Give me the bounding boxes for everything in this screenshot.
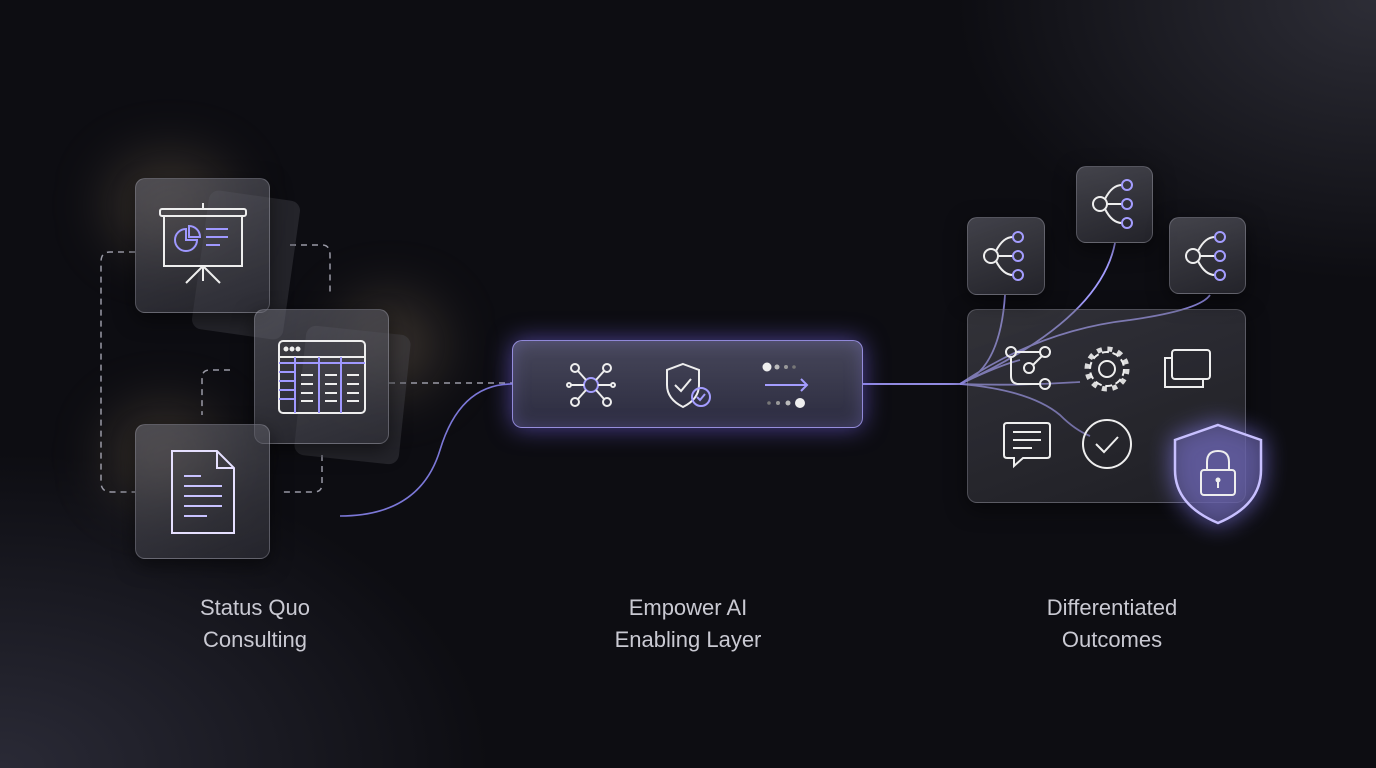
label-line: Outcomes bbox=[1061, 627, 1163, 652]
label-line: Consulting bbox=[203, 627, 307, 652]
label-line: Empower AI bbox=[628, 595, 748, 620]
enabling-layer-bar bbox=[512, 340, 863, 428]
network-hub-icon bbox=[566, 363, 616, 407]
data-flow-icon bbox=[762, 362, 809, 408]
check-circle-icon bbox=[1082, 419, 1132, 469]
presentation-card bbox=[135, 178, 270, 313]
branch-icon bbox=[1092, 179, 1133, 229]
label-line: Differentiated bbox=[1046, 595, 1178, 620]
label-line: Enabling Layer bbox=[614, 627, 762, 652]
label-line: Status Quo bbox=[199, 595, 311, 620]
shield-check-icon bbox=[666, 362, 711, 409]
stage-label-enabling-layer: Empower AI Enabling Layer bbox=[558, 592, 818, 656]
spreadsheet-icon bbox=[277, 339, 366, 414]
document-icon bbox=[170, 449, 235, 534]
workflow-icon bbox=[1005, 346, 1051, 390]
windows-icon bbox=[1164, 349, 1211, 388]
chat-icon bbox=[1003, 422, 1051, 469]
spreadsheet-card bbox=[254, 309, 389, 444]
document-card bbox=[135, 424, 270, 559]
branch-icon bbox=[983, 231, 1024, 281]
presentation-icon bbox=[158, 202, 247, 284]
gear-icon bbox=[1084, 346, 1130, 392]
branch-icon bbox=[1185, 231, 1226, 281]
shield-lock-icon bbox=[1173, 423, 1263, 525]
